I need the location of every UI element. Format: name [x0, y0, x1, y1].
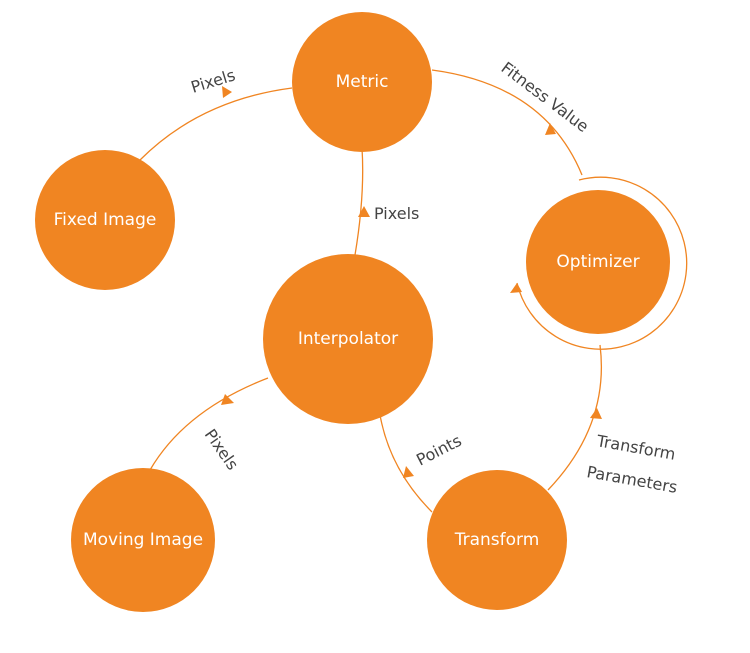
label-interpolator: Interpolator	[298, 329, 398, 349]
node-fixed-image[interactable]	[35, 150, 175, 290]
arrowhead-optimizer-loop	[510, 283, 522, 293]
edge-label-metric-to-optimizer: Fitness Value	[498, 58, 593, 136]
label-fixed-image: Fixed Image	[54, 210, 157, 230]
node-metric[interactable]	[292, 12, 432, 152]
edge-transform-to-interpolator	[379, 414, 433, 513]
edge-label-optimizer-to-transform-1: Transform	[594, 431, 677, 464]
edge-optimizer-to-transform	[547, 344, 603, 491]
node-interpolator[interactable]	[263, 254, 433, 424]
arrowhead-fixed-to-metric	[222, 86, 232, 98]
arrowhead-metric-to-optimizer	[545, 123, 556, 135]
label-metric: Metric	[336, 72, 389, 92]
node-transform[interactable]	[427, 470, 567, 610]
edge-moving-to-interpolator	[149, 377, 269, 471]
edge-metric-to-optimizer	[431, 69, 583, 176]
arrowhead-moving-to-interpolator	[221, 394, 234, 405]
edge-interpolator-to-metric	[354, 147, 364, 256]
arrowhead-interpolator-to-metric	[358, 206, 370, 217]
edge-label-interpolator-to-metric: Pixels	[374, 204, 419, 223]
edge-label-optimizer-to-transform-2: Parameters	[585, 462, 678, 497]
label-moving-image: Moving Image	[83, 530, 203, 550]
label-optimizer: Optimizer	[556, 252, 639, 272]
optimizer-loop	[516, 176, 688, 350]
label-transform: Transform	[454, 530, 540, 550]
node-moving-image[interactable]	[71, 468, 215, 612]
arrowhead-optimizer-to-transform	[590, 408, 602, 419]
arrowhead-transform-to-interpolator	[403, 466, 414, 478]
edge-label-transform-to-interpolator: Points	[413, 431, 464, 470]
edge-fixed-to-metric	[139, 87, 293, 161]
edge-label-moving-to-interpolator: Pixels	[201, 425, 243, 473]
node-optimizer[interactable]	[526, 190, 670, 334]
